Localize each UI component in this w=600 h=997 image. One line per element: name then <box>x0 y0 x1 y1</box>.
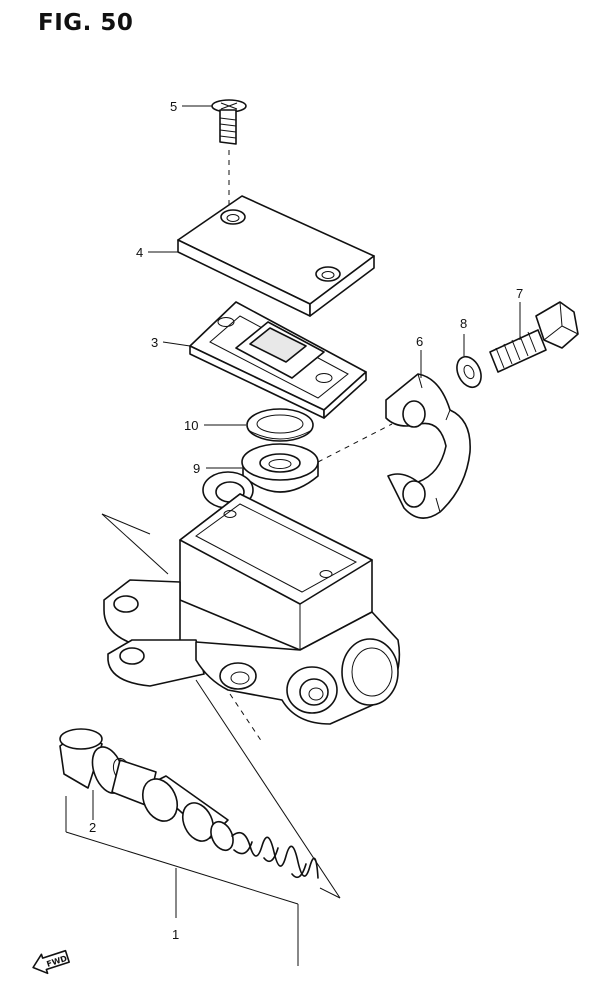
assembly-guide-lines <box>65 513 341 966</box>
part-6-clamp <box>385 373 471 519</box>
callout-5: 5 <box>170 99 177 114</box>
fwd-direction-badge: FWD <box>32 949 70 975</box>
callout-6: 6 <box>416 334 423 349</box>
callout-2: 2 <box>89 820 96 835</box>
callout-4: 4 <box>136 245 143 260</box>
part-10-ring <box>246 408 314 442</box>
callout-3: 3 <box>151 335 158 350</box>
part-8-washer <box>456 355 482 389</box>
part-3-diaphragm <box>189 301 367 419</box>
callout-1: 1 <box>172 927 179 942</box>
piston-assembly <box>59 728 319 879</box>
arrow-left-icon <box>32 949 70 975</box>
callout-7: 7 <box>516 286 523 301</box>
callout-10: 10 <box>184 418 198 433</box>
figure-title: FIG. 50 <box>38 10 134 36</box>
master-cylinder-body <box>103 471 401 725</box>
part-7-bolt <box>489 301 579 373</box>
callout-9: 9 <box>193 461 200 476</box>
leader-lines <box>92 105 521 820</box>
part-4-reservoir-cap <box>177 195 375 317</box>
part-5-screw <box>211 99 247 210</box>
callout-8: 8 <box>460 316 467 331</box>
callout-labels: 5 4 3 10 9 6 8 7 2 1 <box>89 99 523 942</box>
